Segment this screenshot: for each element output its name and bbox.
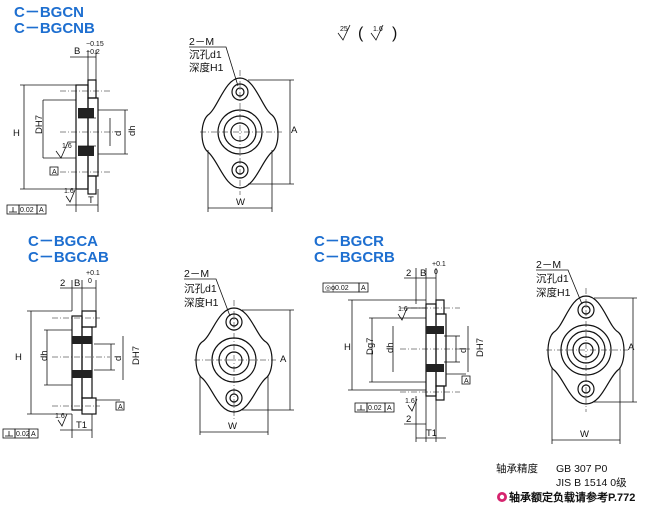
bgca-label-depth: 深度H1: [184, 296, 219, 309]
bgcr-side-view: ◎ϕ0.02 A H Dg7 dh d DH7 2 B +0.1 0 1.6: [322, 261, 486, 442]
bgcn-dim-A: A: [291, 125, 298, 136]
bgcr-dim-2b: 2: [406, 414, 411, 425]
title-c-bgcnb: C－BGCNB: [14, 20, 95, 37]
svg-text:A: A: [361, 285, 366, 292]
bgcr-dim-d: d: [458, 348, 469, 353]
title-c-bgcr: C－BGCR: [314, 233, 384, 250]
bearing-precision-label: 轴承精度: [496, 462, 538, 475]
svg-text:0.02: 0.02: [16, 431, 30, 438]
bgcn-front-view: A W 2－M 沉孔d1 深度H1: [189, 36, 298, 212]
bgca-label-2m: 2－M: [184, 268, 209, 280]
bgca-front-view: A W 2－M 沉孔d1 深度H1: [184, 268, 294, 435]
bgcr-label-countersink: 沉孔d1: [536, 272, 569, 285]
bgcr-dim-T1: T1: [426, 428, 437, 439]
svg-text:1.6: 1.6: [373, 26, 383, 33]
bgcn-label-2m: 2－M: [189, 36, 214, 48]
svg-text:A: A: [31, 431, 36, 438]
svg-text:−0.2: −0.2: [86, 49, 100, 56]
svg-text:(: (: [358, 25, 364, 42]
svg-text:1.6: 1.6: [64, 188, 74, 195]
bgcn-dim-H: H: [13, 128, 20, 139]
svg-text:): ): [392, 25, 397, 42]
svg-text:A: A: [118, 404, 123, 411]
bgcn-dim-W: W: [236, 197, 245, 208]
title-c-bgcab: C－BGCAB: [28, 249, 109, 266]
bgcr-dim-B: B: [420, 268, 426, 279]
svg-text:0: 0: [88, 278, 92, 285]
bgca-dim-dh: dh: [39, 350, 50, 361]
svg-text:25: 25: [340, 26, 348, 33]
bgcr-label-depth: 深度H1: [536, 286, 571, 299]
bgca-dim-2: 2: [60, 278, 65, 289]
svg-text:0.02: 0.02: [368, 405, 382, 412]
title-c-bgca: C－BGCA: [28, 233, 98, 250]
svg-text:A: A: [387, 405, 392, 412]
title-c-bgcrb: C－BGCRB: [314, 249, 395, 266]
bgcr-front-view: A W 2－M 沉孔d1 深度H1: [536, 259, 637, 444]
bgcr-dim-DH7: DH7: [475, 338, 486, 357]
svg-text:0: 0: [434, 269, 438, 276]
bearing-precision-gb: GB 307 P0: [556, 463, 608, 475]
bgcn-dim-D: DH7: [34, 115, 45, 134]
svg-text:A: A: [52, 169, 57, 176]
surface-roughness-symbol: 25 ( 1.6 ): [337, 24, 397, 42]
bgcn-label-depth: 深度H1: [189, 61, 224, 74]
svg-text:A: A: [464, 378, 469, 385]
bgcr-label-2m: 2－M: [536, 259, 561, 271]
title-c-bgcn: C－BGCN: [14, 4, 84, 21]
svg-text:A: A: [39, 207, 44, 214]
bgca-dim-B: B: [74, 278, 80, 289]
bgcn-dim-dh: dh: [127, 125, 138, 136]
bgcr-dim-A: A: [628, 342, 635, 353]
svg-text:0.02: 0.02: [20, 207, 34, 214]
bgca-side-view: H dh d DH7 2 B +0.1 0 A T1 1.6: [2, 270, 142, 439]
bgcr-coaxiality: ◎ϕ0.02: [325, 285, 349, 292]
bgcr-dim-W: W: [580, 429, 589, 440]
reference-icon: [497, 492, 507, 502]
svg-text:−0.15: −0.15: [86, 41, 104, 48]
bgca-dim-H: H: [15, 352, 22, 363]
bearing-precision-jis: JIS B 1514 0级: [556, 477, 627, 489]
bgca-dim-D: DH7: [131, 346, 142, 365]
footer-notes: 轴承精度 GB 307 P0 JIS B 1514 0级 轴承额定负载请参考P.…: [496, 462, 635, 504]
bgcn-side-view: H DH7 d dh B −0.15 −0.2 1.6 A T 1.6: [6, 41, 138, 215]
bgcn-dim-d: d: [113, 131, 124, 136]
bgcr-dim-Dg7: Dg7: [365, 338, 376, 355]
bgcn-dim-B: B: [74, 46, 80, 57]
load-rating-reference: 轴承额定负载请参考P.772: [509, 490, 635, 504]
svg-text:1.6: 1.6: [405, 398, 415, 405]
bgca-label-countersink: 沉孔d1: [184, 282, 217, 295]
bgcn-dim-T: T: [88, 195, 94, 206]
bgcn-label-countersink: 沉孔d1: [189, 48, 222, 61]
svg-text:1.6: 1.6: [62, 143, 72, 150]
svg-text:+0.1: +0.1: [432, 261, 446, 268]
bgca-dim-W: W: [228, 421, 237, 432]
bgcr-dim-H: H: [344, 342, 351, 353]
svg-text:1.6: 1.6: [55, 413, 65, 420]
bgca-dim-T1: T1: [76, 420, 87, 431]
svg-text:+0.1: +0.1: [86, 270, 100, 277]
svg-text:1.6: 1.6: [398, 306, 408, 313]
bgcr-dim-2: 2: [406, 268, 411, 279]
bgca-dim-A: A: [280, 354, 287, 365]
bgcr-dim-dh: dh: [385, 342, 396, 353]
bgca-dim-d: d: [113, 356, 124, 361]
